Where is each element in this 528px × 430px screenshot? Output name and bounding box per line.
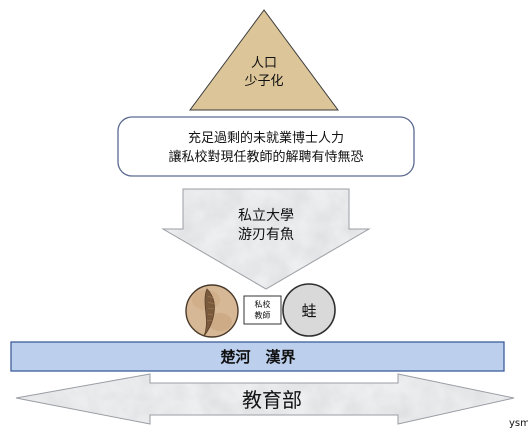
- frog-label: 蛙: [301, 302, 316, 320]
- ministry-double-arrow: 教育部: [15, 373, 515, 425]
- boundary-bar-label: 楚河 漢界: [220, 348, 295, 366]
- triangle-label-line1: 人口: [251, 56, 277, 71]
- teacher-box-line1: 私校: [255, 299, 271, 309]
- watermark-text: ysm: [509, 418, 528, 429]
- fish-circle: [185, 284, 239, 338]
- frog-circle-shape: [282, 283, 336, 337]
- population-triangle: 人口 少子化: [189, 9, 339, 111]
- banner-line1: 充足過剩的未就業博士人力: [188, 130, 344, 146]
- private-university-down-arrow: 私立大學 游刃有魚: [161, 188, 371, 290]
- fish-fossil-icon: [192, 288, 232, 337]
- private-school-teacher-box: 私校 教師: [243, 295, 282, 325]
- triangle-label-line2: 少子化: [244, 74, 283, 89]
- surplus-phd-banner: 充足過剩的未就業博士人力 讓私校對現任教師的解聘有恃無恐: [117, 116, 415, 177]
- frog-circle: 蛙: [282, 283, 336, 337]
- banner-box: [117, 116, 415, 177]
- down-arrow-line2: 游刃有魚: [238, 227, 294, 243]
- triangle-shape: [189, 9, 339, 111]
- boundary-bar-shape: [10, 341, 505, 372]
- banner-line2: 讓私校對現任教師的解聘有恃無恐: [168, 149, 363, 165]
- double-arrow-label: 教育部: [242, 388, 302, 412]
- teacher-box-line2: 教師: [255, 310, 271, 320]
- down-arrow-line1: 私立大學: [238, 208, 294, 224]
- teacher-box: [243, 295, 282, 325]
- boundary-bar: 楚河 漢界: [10, 341, 505, 372]
- down-arrow-outline: [161, 188, 371, 290]
- double-arrow-outline: [15, 373, 515, 425]
